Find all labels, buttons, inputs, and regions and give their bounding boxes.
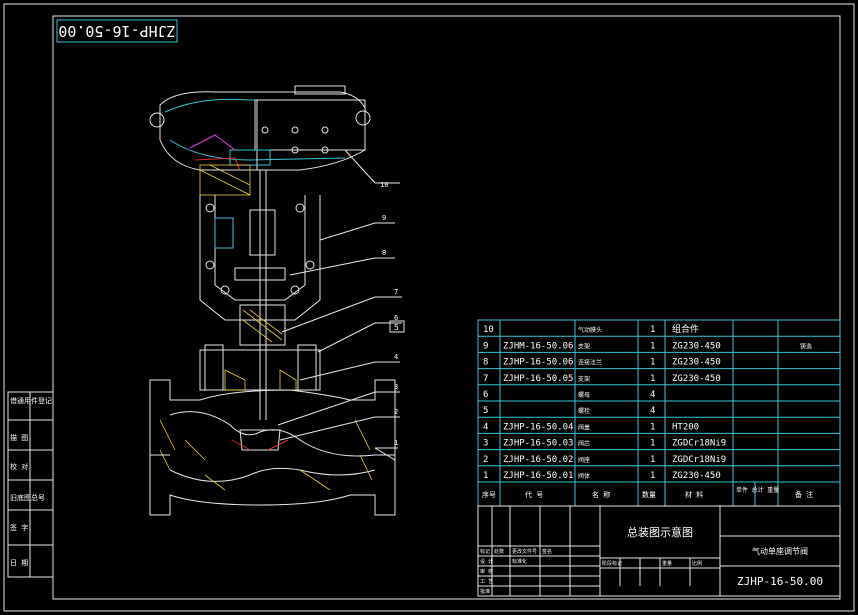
- bom-cell-material: ZG230-450: [672, 374, 721, 384]
- bom-cell-code: ZJHP-16-50.01: [503, 471, 573, 481]
- bom-cell-no: 2: [483, 455, 488, 465]
- bom-cell-qty: 4: [650, 406, 655, 416]
- side-panel: 借通用件登记 描 图 校 对 旧底图总号 签 字 日 期: [7, 391, 54, 578]
- bom-header-no: 序号: [482, 490, 496, 499]
- bom-cell-qty: 1: [650, 439, 655, 449]
- bom-cell-qty: 1: [650, 358, 655, 368]
- drawing-title: 总装图示意图: [627, 525, 693, 539]
- bom-cell-material: 组合件: [672, 323, 699, 335]
- bom-header-qty: 数量: [642, 490, 656, 499]
- side-label-2: 校 对: [10, 462, 28, 471]
- bom-header-material: 材 料: [685, 490, 703, 499]
- leader-7: 7: [394, 288, 398, 296]
- drawing-stamp: ZJHP-16-50.00: [58, 22, 175, 40]
- bom-cell-qty: 1: [650, 341, 655, 351]
- tb-label-0: 标记: [480, 548, 490, 555]
- bom-cell-no: 5: [483, 406, 488, 416]
- bom-cell-name: 阀盖: [578, 423, 590, 431]
- side-label-4: 签 字: [10, 523, 28, 532]
- bom-header-remark: 备 注: [795, 490, 813, 499]
- bom-cell-no: 9: [483, 341, 488, 351]
- bom-cell-no: 8: [483, 358, 488, 368]
- bom-cell-name: 气动膜头: [578, 326, 602, 334]
- bom-cell-material: ZG230-450: [672, 471, 721, 481]
- bom-cell-name: 支架: [578, 375, 590, 383]
- leader-5: 5: [394, 323, 399, 332]
- tb-label-9: 重量: [662, 560, 672, 567]
- leader-6: 6: [394, 314, 398, 322]
- tb-label-8: 阶段标记: [602, 560, 622, 567]
- bom-cell-name: 螺栓: [578, 407, 590, 415]
- leader-3: 3: [394, 383, 398, 391]
- side-label-1: 描 图: [10, 433, 28, 442]
- bom-cell-code: ZJHP-16-50.04: [503, 422, 573, 432]
- bom-cell-code: ZJHP-16-50.02: [503, 455, 573, 465]
- bom-cell-no: 3: [483, 439, 488, 449]
- tb-label-2: 更改文件号: [512, 548, 537, 555]
- bom-cell-remark: 铸造: [800, 342, 812, 350]
- valve-assembly-drawing: 10 9 8 7 6 5 4 3 2 1: [149, 85, 405, 516]
- bom-cell-name: 阀芯: [578, 440, 590, 448]
- bom-cell-code: ZJHM-16-50.06: [503, 341, 573, 351]
- inner-frame: [52, 15, 841, 600]
- bom-header-weight: 单件 总计 重量: [736, 486, 779, 494]
- bom-cell-name: 连接法兰: [578, 359, 602, 367]
- bom-cell-material: ZG230-450: [672, 358, 721, 368]
- bom-cell-code: ZJHP-16-50.06: [503, 358, 573, 368]
- bom-cell-no: 4: [483, 422, 488, 432]
- tb-label-10: 比例: [692, 560, 702, 567]
- bom-cell-qty: 1: [650, 471, 655, 481]
- bom-cell-no: 1: [483, 471, 488, 481]
- bom-cell-code: ZJHP-16-50.03: [503, 439, 573, 449]
- bom-cell-name: 螺母: [578, 391, 590, 399]
- tb-label-4: 设 计: [480, 558, 493, 565]
- side-label-5: 日 期: [10, 559, 28, 567]
- bom-cell-qty: 1: [650, 455, 655, 465]
- bom-cell-material: HT200: [672, 422, 699, 432]
- drawing-number: ZJHP-16-50.00: [737, 575, 823, 588]
- bom-cell-qty: 1: [650, 422, 655, 432]
- leader-10: 10: [380, 181, 388, 189]
- leader-9: 9: [382, 214, 386, 222]
- leader-8: 8: [382, 249, 386, 257]
- bom-cell-material: ZG230-450: [672, 341, 721, 351]
- bom-cell-name: 阀体: [578, 472, 590, 480]
- leader-4: 4: [394, 353, 398, 361]
- tb-label-7: 工 艺: [480, 579, 493, 585]
- leader-2: 2: [394, 408, 398, 416]
- outer-frame: [3, 3, 855, 612]
- tb-label-5: 标准化: [512, 558, 527, 565]
- bom-cell-qty: 4: [650, 390, 655, 400]
- side-label-0: 借通用件登记: [10, 396, 52, 405]
- bom-cell-no: 7: [483, 374, 488, 384]
- tb-label-6: 审 核: [480, 568, 493, 575]
- bom-cell-code: ZJHP-16-50.05: [503, 374, 573, 384]
- bom-cell-material: ZGDCr18Ni9: [672, 455, 726, 465]
- bom-cell-material: ZGDCr18Ni9: [672, 439, 726, 449]
- bom-cell-name: 支架: [578, 342, 590, 350]
- side-label-3: 旧底图总号: [10, 493, 45, 502]
- leader-1: 1: [394, 439, 398, 447]
- tb-label-3: 签名: [542, 548, 552, 555]
- stamp-box: [56, 19, 178, 43]
- bom-header-name: 名 称: [592, 490, 610, 499]
- bom-cell-qty: 1: [650, 374, 655, 384]
- product-name: 气动单座调节阀: [752, 546, 808, 556]
- bom-cell-no: 6: [483, 390, 488, 400]
- bom-header-code: 代 号: [525, 490, 543, 499]
- bom-cell-qty: 1: [650, 325, 655, 335]
- tb-label-11: 批准: [480, 588, 490, 595]
- bom-cell-no: 10: [483, 325, 494, 335]
- title-block: 总装图示意图 气动单座调节阀 ZJHP-16-50.00 标记 处数 更改文件号…: [477, 505, 841, 597]
- bom-cell-name: 阀座: [578, 456, 590, 464]
- tb-label-1: 处数: [494, 548, 504, 555]
